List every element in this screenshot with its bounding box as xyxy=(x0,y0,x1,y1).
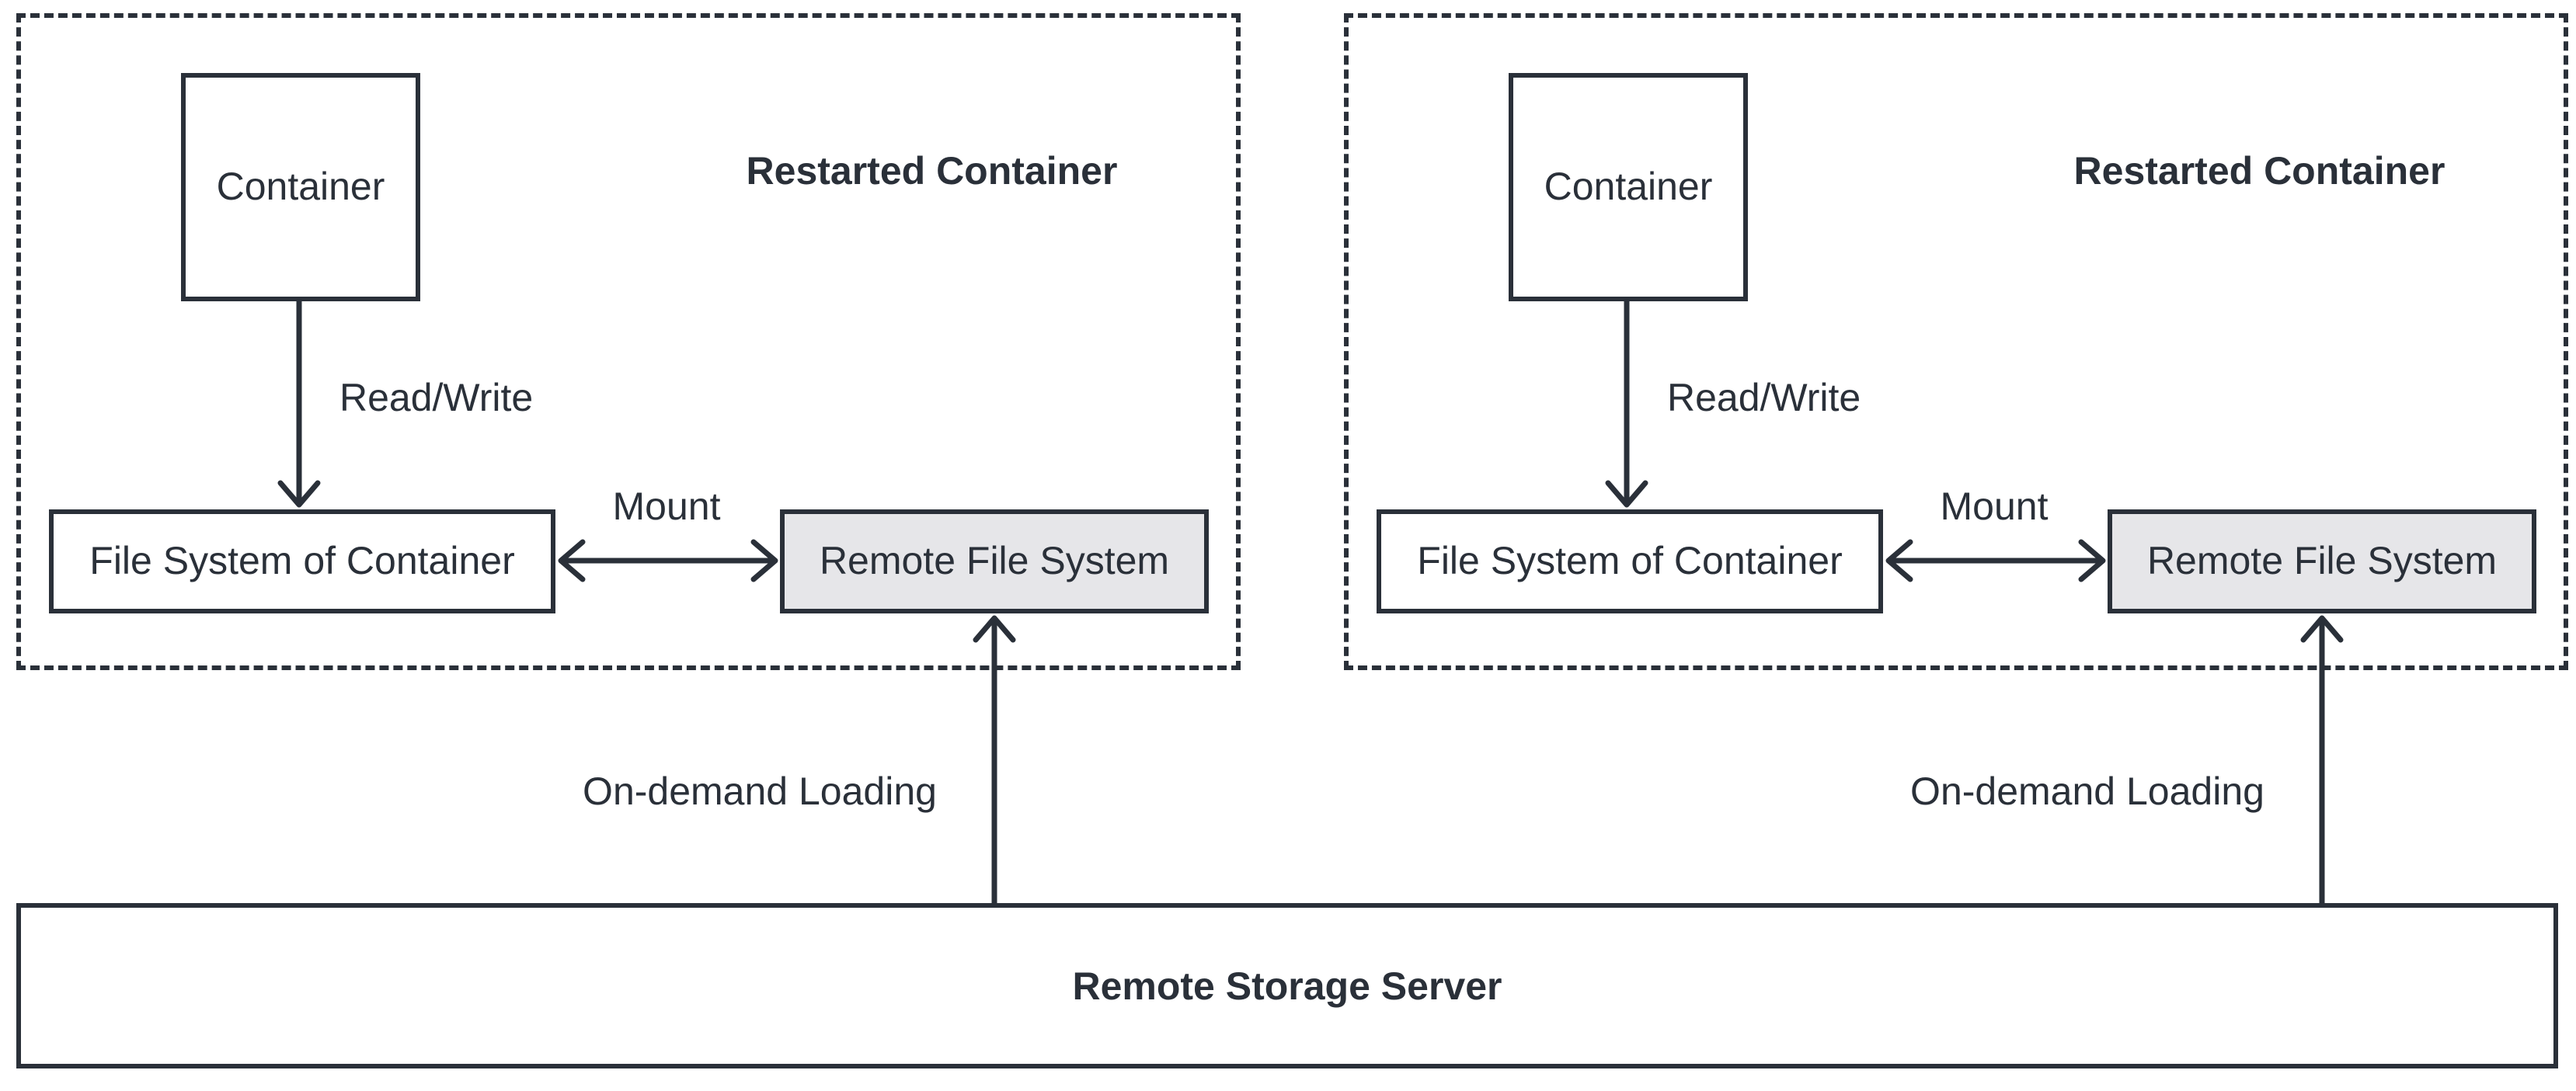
read-write-label: Read/Write xyxy=(1667,376,1861,419)
file-system-of-container-label: File System of Container xyxy=(1417,539,1843,583)
panel-title: Restarted Container xyxy=(2073,149,2445,193)
file-system-of-container-box: File System of Container xyxy=(1377,509,1883,613)
container-label: Container xyxy=(216,165,385,209)
restarted-container-panel-right: Restarted Container Container Read/Write… xyxy=(1344,13,2568,670)
file-system-of-container-box: File System of Container xyxy=(49,509,555,613)
container-label: Container xyxy=(1544,165,1713,209)
remote-storage-server-box: Remote Storage Server xyxy=(16,903,2558,1068)
panel-title: Restarted Container xyxy=(746,149,1118,193)
remote-file-system-label: Remote File System xyxy=(2146,539,2498,583)
remote-file-system-box: Remote File System xyxy=(2108,509,2536,613)
restarted-container-panel-left: Restarted Container Container Read/Write… xyxy=(16,13,1241,670)
mount-label: Mount xyxy=(612,485,721,528)
file-system-of-container-label: File System of Container xyxy=(89,539,515,583)
on-demand-loading-label-left: On-demand Loading xyxy=(583,770,937,813)
container-box: Container xyxy=(181,73,420,301)
remote-file-system-label: Remote File System xyxy=(819,539,1170,583)
read-write-label: Read/Write xyxy=(339,376,534,419)
remote-file-system-box: Remote File System xyxy=(780,509,1209,613)
mount-label: Mount xyxy=(1940,485,2049,528)
container-box: Container xyxy=(1509,73,1748,301)
on-demand-loading-label-right: On-demand Loading xyxy=(1910,770,2264,813)
remote-storage-server-label: Remote Storage Server xyxy=(1072,964,1502,1008)
